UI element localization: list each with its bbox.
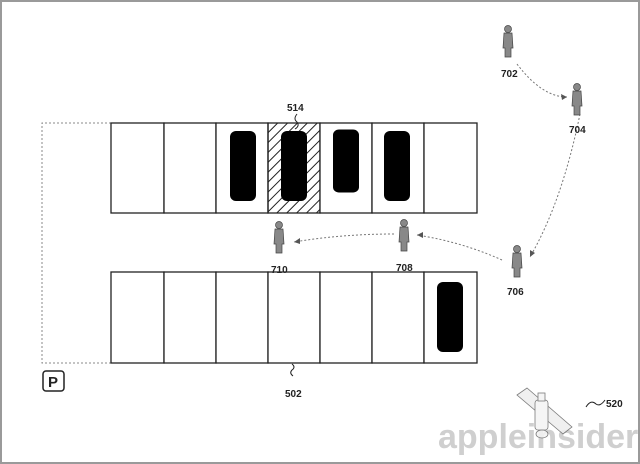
car-icon	[333, 129, 359, 193]
label-708: 708	[396, 263, 413, 274]
parking-space	[215, 271, 269, 364]
satellite-icon	[516, 387, 573, 439]
label-706: 706	[507, 287, 524, 298]
parking-sign	[42, 370, 65, 392]
parking-space	[163, 271, 217, 364]
label-520: 520	[606, 399, 623, 410]
parking-space	[163, 122, 217, 214]
person-icon	[502, 25, 514, 58]
parking-space	[423, 122, 478, 214]
parking-space	[371, 271, 425, 364]
label-514: 514	[287, 103, 304, 114]
car-icon	[437, 282, 463, 352]
leader-line	[585, 399, 606, 408]
person-icon	[571, 83, 583, 116]
leader-line	[290, 363, 295, 377]
parking-space	[319, 271, 373, 364]
parking-space	[110, 271, 165, 364]
parking-space	[267, 271, 321, 364]
car-icon	[384, 131, 410, 201]
lot-boundary	[41, 122, 111, 364]
parking-sign-letter: P	[48, 374, 58, 391]
leader-line	[294, 113, 299, 130]
person-icon	[273, 221, 285, 254]
label-502: 502	[285, 389, 302, 400]
car-icon	[281, 131, 307, 201]
person-icon	[511, 245, 523, 278]
parking-space	[110, 122, 165, 214]
car-icon	[230, 131, 256, 201]
label-702: 702	[501, 69, 518, 80]
parking-row-bottom	[110, 271, 478, 364]
person-icon	[398, 219, 410, 252]
label-704: 704	[569, 125, 586, 136]
label-710: 710	[271, 265, 288, 276]
